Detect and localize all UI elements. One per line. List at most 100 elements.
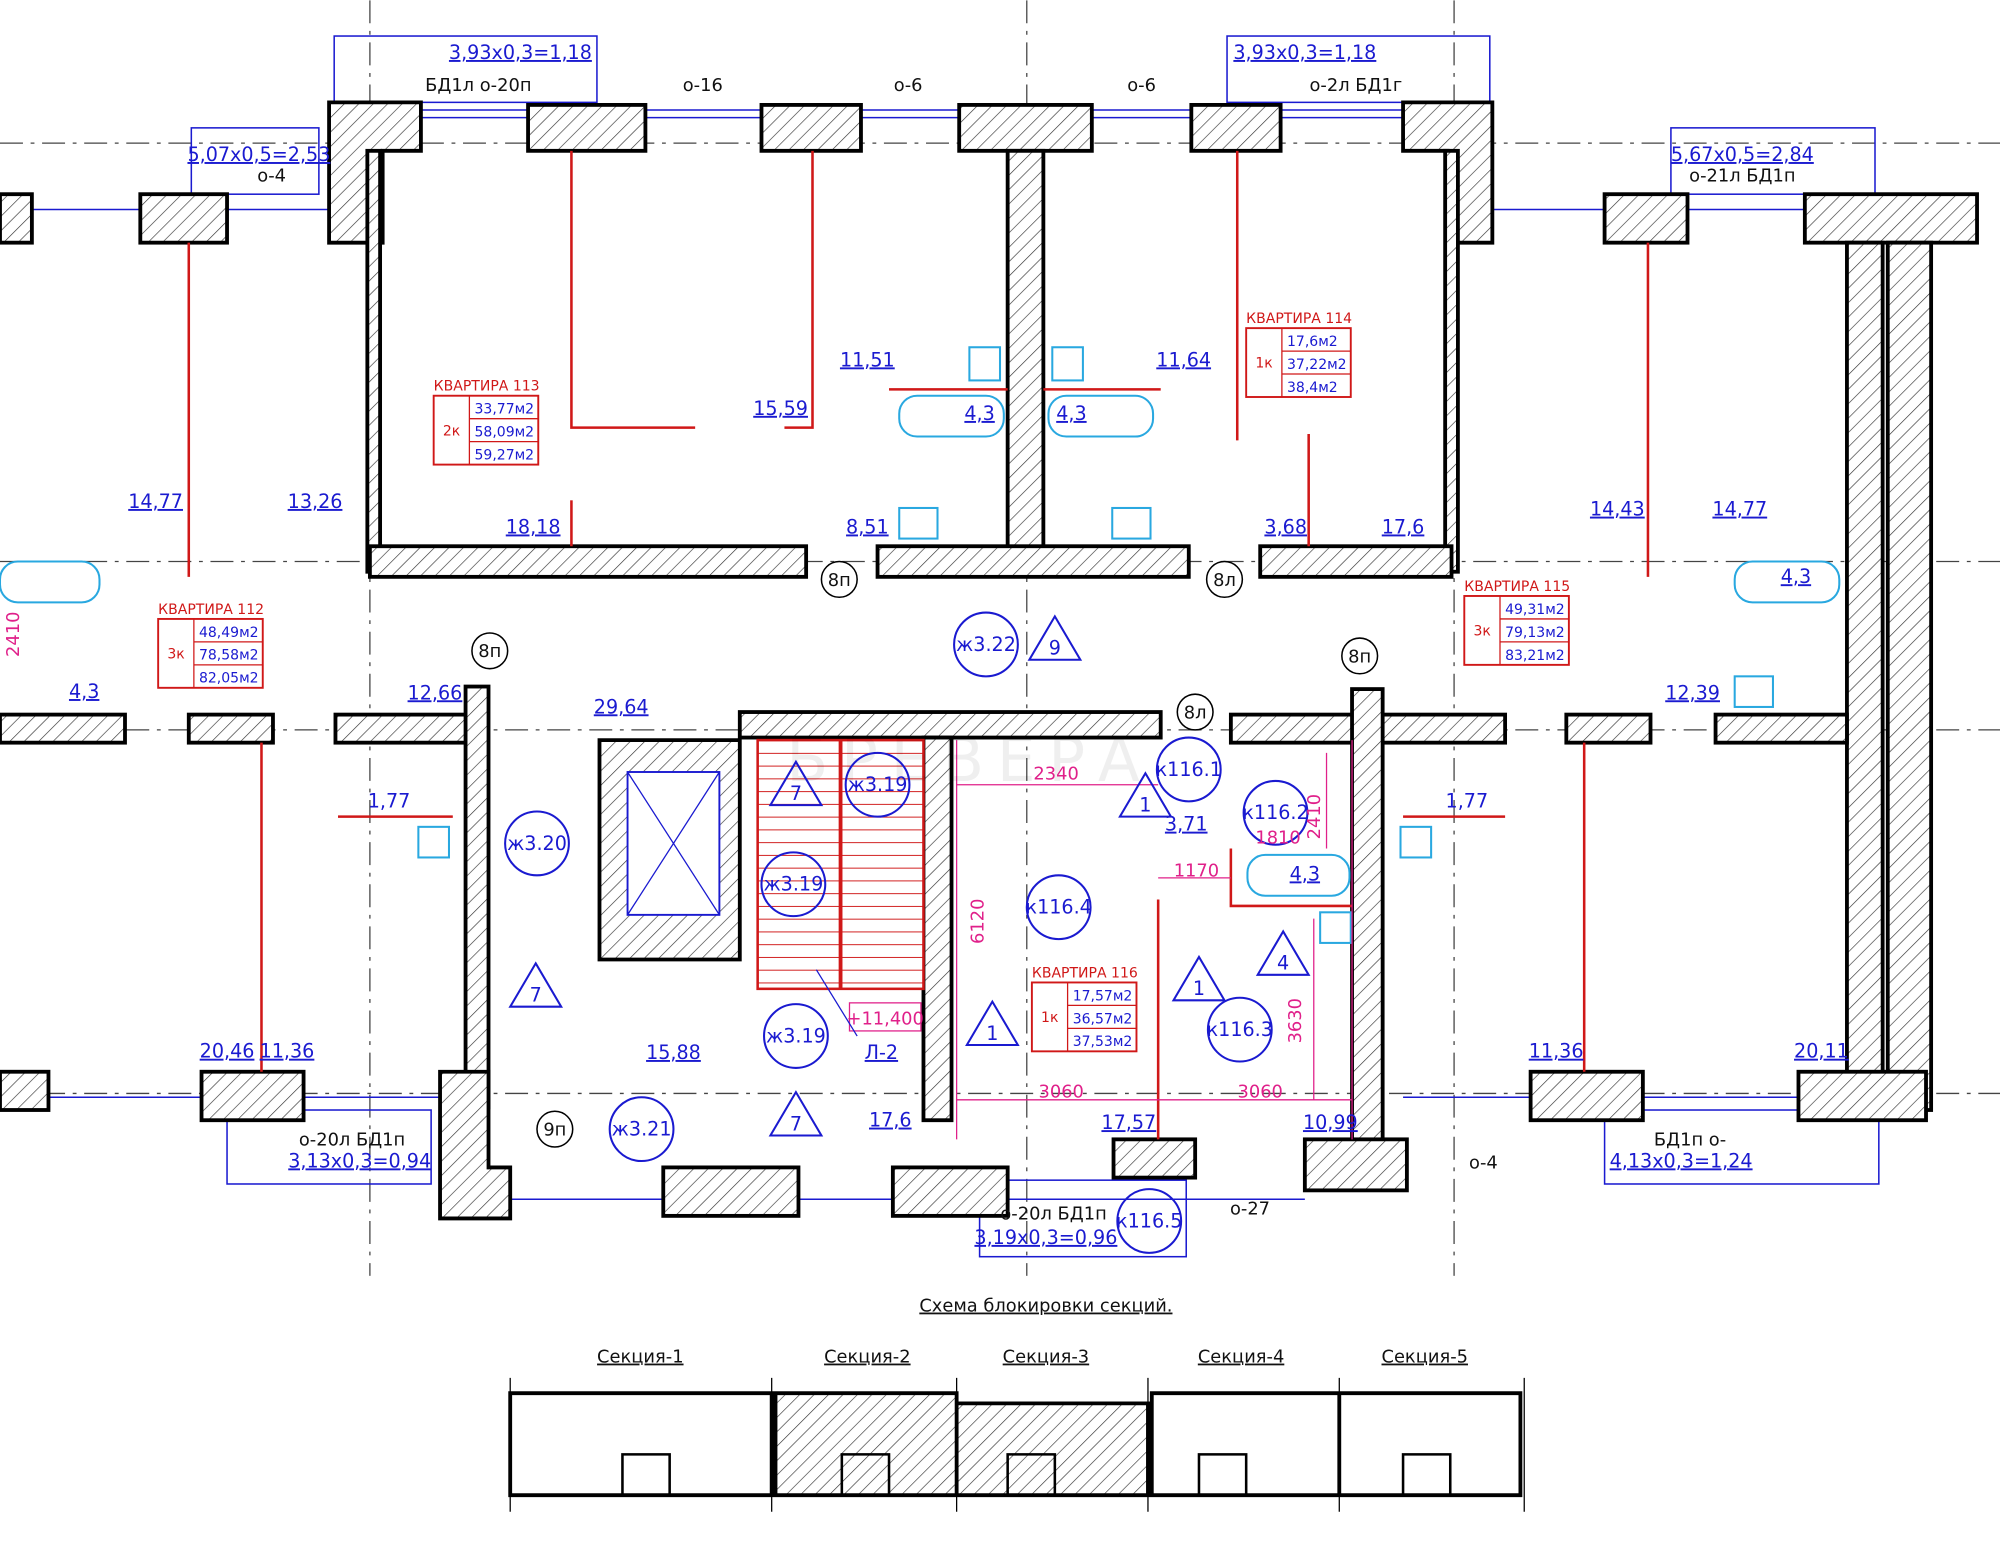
apartment-living-area: 49,31м2 xyxy=(1505,602,1565,618)
apartment-112: КВАРТИРА 112 3к 48,49м2 78,58м2 82,05м2 xyxy=(157,602,264,689)
section-block-2 xyxy=(775,1393,957,1496)
room-mark-circle xyxy=(844,751,911,818)
room-area: 4,3 xyxy=(964,402,994,425)
watermark: БРЕВЕРА xyxy=(786,725,1152,796)
room-mark-label: ж3.21 xyxy=(612,1118,672,1141)
room-area: 12,66 xyxy=(408,681,463,704)
apartment-title: КВАРТИРА 116 xyxy=(1032,965,1138,981)
room-area: 29,64 xyxy=(594,695,649,718)
room-mark-circle xyxy=(1206,996,1273,1063)
opening-mark: о-21л БД1п xyxy=(1689,165,1795,186)
opening-calc: 5,67x0,5=2,84 xyxy=(1671,143,1814,166)
triangle-mark xyxy=(965,999,1020,1046)
apartment-title: КВАРТИРА 113 xyxy=(434,379,540,395)
room-mark-circle xyxy=(763,1003,829,1069)
apartment-living-area: 33,77м2 xyxy=(474,402,534,418)
door-tag-circle xyxy=(1176,693,1214,731)
room-area: 14,43 xyxy=(1590,498,1645,521)
door-tag-circle xyxy=(1341,637,1379,675)
section-label-3: Секция-3 xyxy=(1003,1347,1089,1368)
door-tag-label: 8л xyxy=(1184,702,1207,723)
section-block-3 xyxy=(956,1403,1148,1496)
apartment-rooms: 2к xyxy=(443,423,460,439)
apartment-rooms: 1к xyxy=(1255,356,1272,372)
room-area: 18,18 xyxy=(506,515,561,538)
triangle-mark-label: 9 xyxy=(1049,637,1061,660)
plumbing-fixtures xyxy=(0,346,1841,944)
dimension-label: 3060 xyxy=(1039,1081,1084,1102)
opening-mark: о-27 xyxy=(1230,1199,1270,1220)
room-mark-label: ж3.19 xyxy=(766,1024,826,1047)
room-area: 13,26 xyxy=(288,490,343,513)
triangle-mark xyxy=(508,961,564,1008)
room-area: 15,59 xyxy=(753,397,808,420)
opening-mark: о-4 xyxy=(1469,1153,1498,1174)
opening-mark: о-20л БД1п xyxy=(1000,1204,1106,1225)
apartment-living-area: 17,6м2 xyxy=(1287,334,1338,350)
door-tag-label: 8п xyxy=(828,570,851,591)
room-area: 3,68 xyxy=(1264,515,1307,538)
opening-mark: о-20л БД1п xyxy=(299,1130,405,1151)
room-areas: 11,51 11,64 15,59 4,3 4,3 14,77 13,26 18… xyxy=(69,348,1849,1134)
apartment-total-area: 78,58м2 xyxy=(199,648,259,664)
room-mark-circle xyxy=(504,810,570,877)
room-mark-circle xyxy=(1155,736,1222,803)
apartment-area-with-balcony: 83,21м2 xyxy=(1505,648,1565,664)
room-mark-label: к116.2 xyxy=(1242,801,1308,824)
room-area: 20,46 xyxy=(200,1040,255,1063)
apartment-total-area: 79,13м2 xyxy=(1505,625,1565,641)
room-area: 11,51 xyxy=(840,348,895,371)
room-area: 11,64 xyxy=(1156,348,1211,371)
triangle-mark-label: 1 xyxy=(1193,977,1205,1000)
room-area: 20,11 xyxy=(1794,1040,1849,1063)
partitions xyxy=(187,150,1650,1140)
triangle-mark-label: 4 xyxy=(1277,952,1289,975)
section-label-5: Секция-5 xyxy=(1382,1347,1468,1368)
room-area: 4,3 xyxy=(1056,402,1086,425)
stair-elevation: +11,400 xyxy=(847,1009,924,1030)
opening-calc: 3,13x0,3=0,94 xyxy=(288,1149,431,1172)
apartment-area-with-balcony: 59,27м2 xyxy=(474,448,534,464)
apartment-living-area: 48,49м2 xyxy=(199,625,259,641)
apartment-title: КВАРТИРА 114 xyxy=(1246,311,1352,327)
room-area: 3,71 xyxy=(1165,813,1208,836)
room-area: 10,99 xyxy=(1303,1111,1358,1134)
dimension-label: 2410 xyxy=(3,612,24,657)
room-area: 11,36 xyxy=(260,1040,315,1063)
room-mark-circle xyxy=(608,1096,675,1163)
opening-mark: о-6 xyxy=(1127,75,1156,96)
room-mark-circle xyxy=(1116,1188,1183,1254)
room-mark-label: к116.3 xyxy=(1207,1018,1273,1041)
room-mark-circle xyxy=(1242,779,1309,846)
room-area: 14,77 xyxy=(128,490,183,513)
opening-labels: 3,93x0,3=1,18 БД1л о-20п о-16 о-6 о-6 3,… xyxy=(187,41,1813,1249)
apartment-rooms: 3к xyxy=(167,646,184,662)
door-tag-circle xyxy=(536,1110,574,1148)
room-mark-label: ж3.19 xyxy=(763,873,823,896)
apartment-living-area: 17,57м2 xyxy=(1073,988,1133,1004)
apartment-total-area: 58,09м2 xyxy=(474,425,534,441)
room-mark-circle xyxy=(1025,874,1092,941)
door-tag-label: 8п xyxy=(478,641,501,662)
room-area: 15,88 xyxy=(646,1041,701,1064)
door-tag-circle xyxy=(471,632,509,670)
room-area: 4,3 xyxy=(1290,862,1320,885)
room-mark-label: к116.5 xyxy=(1116,1209,1182,1232)
triangle-mark xyxy=(1255,929,1311,976)
opening-mark: БД1п о- xyxy=(1654,1130,1726,1151)
apartment-title: КВАРТИРА 112 xyxy=(158,602,264,618)
room-area: 4,3 xyxy=(69,680,99,703)
triangle-mark-label: 7 xyxy=(790,782,802,805)
triangle-mark-label: 1 xyxy=(1139,794,1151,817)
apartment-total-area: 36,57м2 xyxy=(1073,1011,1133,1027)
dimension-label: 1170 xyxy=(1174,861,1219,882)
room-area: 4,3 xyxy=(1781,565,1811,588)
door-tag-label: 8п xyxy=(1348,646,1371,667)
triangle-mark xyxy=(768,1090,824,1137)
triangle-mark xyxy=(1118,771,1173,818)
dimension-label: 6120 xyxy=(967,899,988,944)
room-area: 17,57 xyxy=(1101,1111,1156,1134)
